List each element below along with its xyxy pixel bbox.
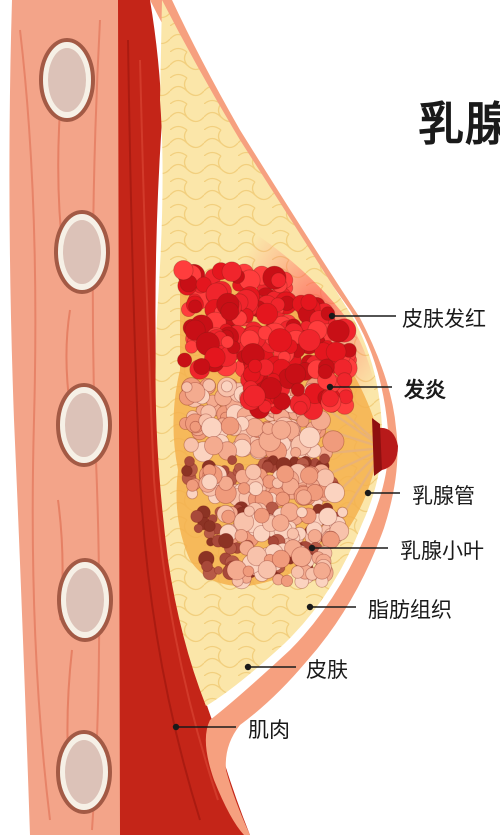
- label-fat-tissue: 脂肪组织: [368, 594, 452, 624]
- lobule-bubble: [297, 507, 308, 518]
- lobule-bubble: [221, 336, 233, 348]
- lobule-bubble: [184, 438, 198, 452]
- label-skin-redness: 皮肤发红: [402, 303, 486, 333]
- lobule-bubble: [248, 359, 261, 372]
- lobule-bubble: [182, 466, 193, 477]
- lobule-bubble: [299, 329, 321, 351]
- lobule-bubble: [291, 566, 303, 578]
- label-inflammation: 发炎: [404, 374, 446, 404]
- lobule-bubble: [249, 482, 263, 496]
- rib-cross-section: [59, 560, 111, 640]
- lobule-bubble: [222, 510, 235, 523]
- lobule-bubble: [268, 329, 292, 353]
- lobule-bubble: [272, 515, 289, 532]
- lobule-bubble: [238, 483, 250, 495]
- lobule-bubble: [271, 273, 286, 288]
- label-lobule: 乳腺小叶: [400, 535, 484, 565]
- lobule-bubble: [246, 464, 261, 479]
- lobule-bubble: [327, 320, 349, 342]
- lobule-bubble: [337, 507, 347, 517]
- lobule-bubble: [174, 261, 193, 280]
- lobule-bubble: [222, 262, 242, 282]
- lobule-bubble: [301, 294, 317, 310]
- lobule-bubble: [256, 303, 277, 324]
- rib-cross-section: [56, 212, 108, 292]
- lobule-bubble: [323, 431, 344, 452]
- lobule-bubble: [202, 418, 222, 438]
- lobule-bubble: [219, 533, 234, 548]
- rib-cross-section: [58, 385, 110, 465]
- rib-cross-section: [41, 40, 93, 120]
- lobule-bubble: [301, 467, 318, 484]
- lobule-bubble: [185, 456, 195, 466]
- lobule-bubble: [189, 300, 202, 313]
- lobule-bubble: [287, 528, 298, 539]
- lobule-bubble: [205, 436, 223, 454]
- lobule-bubble: [318, 365, 332, 379]
- lobule-bubble: [194, 358, 210, 374]
- lobule-bubble: [272, 550, 290, 568]
- lobule-bubble: [272, 421, 291, 440]
- lobule-bubble: [182, 382, 192, 392]
- lobule-bubble: [221, 381, 232, 392]
- rib-cross-section: [58, 732, 110, 812]
- lobule-bubble: [291, 447, 301, 457]
- lobule-bubble: [254, 508, 269, 523]
- lobule-bubble: [194, 524, 203, 533]
- lobule-bubble: [221, 302, 239, 320]
- lobule-bubble: [281, 575, 292, 586]
- lobule-bubble: [291, 383, 304, 396]
- lobule-bubble: [308, 530, 321, 543]
- lobule-bubble: [187, 480, 199, 492]
- lobule-bubble: [243, 566, 254, 577]
- lobule-bubble: [277, 465, 294, 482]
- lobule-bubble: [292, 547, 312, 567]
- lobule-bubble: [337, 373, 352, 388]
- lobule-bubble: [221, 417, 239, 435]
- page-title: 乳腺: [418, 88, 500, 154]
- lobule-bubble: [191, 510, 203, 522]
- lobule-bubble: [325, 483, 345, 503]
- lobule-bubble: [214, 566, 222, 574]
- lobule-bubble: [204, 521, 215, 532]
- lobule-bubble: [244, 506, 254, 516]
- label-skin: 皮肤: [306, 654, 348, 684]
- lobule-bubble: [296, 490, 311, 505]
- lobule-bubble: [178, 353, 192, 367]
- lobule-bubble: [294, 401, 308, 415]
- lobule-bubble: [322, 390, 339, 407]
- lobule-bubble: [228, 456, 237, 465]
- label-muscle: 肌肉: [248, 714, 290, 744]
- lobule-bubble: [243, 385, 265, 407]
- lobule-bubble: [299, 427, 320, 448]
- lobule-bubble: [202, 474, 217, 489]
- lobule-bubble: [285, 364, 306, 385]
- lobule-bubble: [202, 561, 213, 572]
- lobule-bubble: [314, 563, 331, 580]
- lobule-bubble: [320, 454, 330, 464]
- label-milk-duct: 乳腺管: [412, 480, 475, 510]
